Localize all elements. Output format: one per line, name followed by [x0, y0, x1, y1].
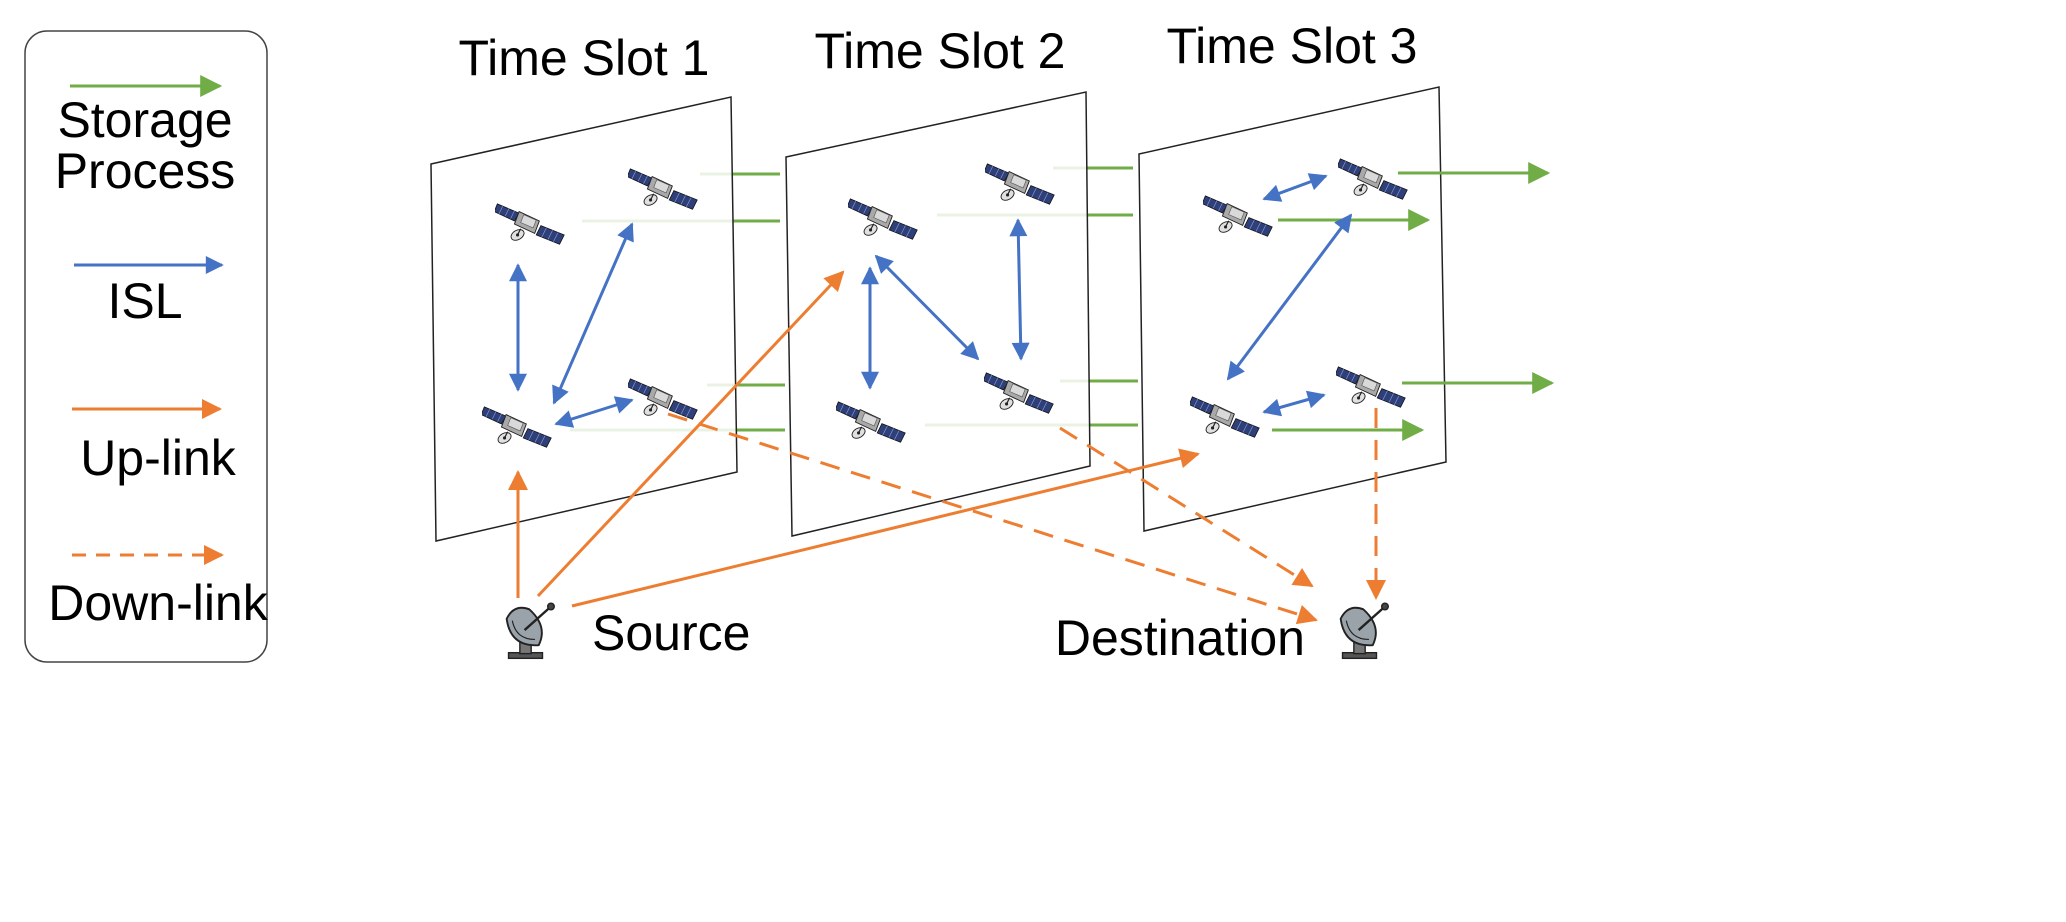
slot-2-title: Time Slot 2	[814, 23, 1065, 79]
legend-storage-label-line2: Process	[55, 143, 236, 199]
destination-label: Destination	[1055, 610, 1305, 666]
legend-downlink-label: Down-link	[48, 575, 269, 631]
uplink-links	[508, 270, 1200, 608]
legend: Storage Process ISL Up-link Down-link	[24, 30, 269, 663]
time-slot-1-plane	[430, 96, 738, 542]
slot-3-title: Time Slot 3	[1166, 18, 1417, 74]
time-slot-3-plane	[1138, 86, 1447, 532]
legend-isl-label: ISL	[107, 273, 182, 329]
isl-links	[509, 173, 1353, 428]
destination-ground-station-icon	[1339, 601, 1390, 660]
legend-box	[24, 30, 268, 663]
legend-storage-label-line1: Storage	[57, 92, 232, 148]
time-slot-2-plane	[785, 91, 1091, 537]
slot-1-title: Time Slot 1	[458, 30, 709, 86]
downlink-links	[667, 408, 1386, 625]
source-label: Source	[592, 605, 750, 661]
legend-uplink-label: Up-link	[80, 430, 237, 486]
source-ground-station-icon	[505, 601, 556, 660]
